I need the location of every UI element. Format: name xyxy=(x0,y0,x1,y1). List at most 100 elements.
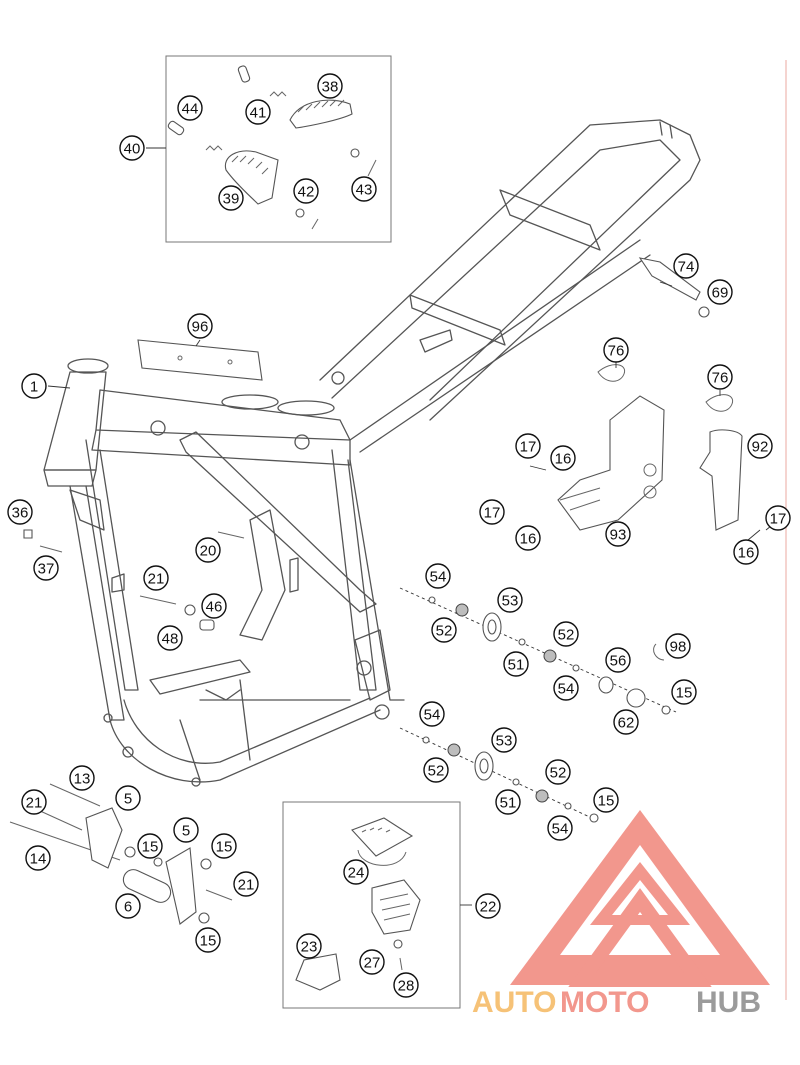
callout-69: 69 xyxy=(707,279,733,305)
callout-27: 27 xyxy=(359,949,385,975)
callout-circle xyxy=(25,845,51,871)
callout-circle xyxy=(515,525,541,551)
callout-circle xyxy=(195,537,221,563)
callout-21: 21 xyxy=(233,871,259,897)
callout-circle xyxy=(733,539,759,565)
nut-36 xyxy=(23,529,33,539)
callout-53: 53 xyxy=(491,727,517,753)
callout-circle xyxy=(218,185,244,211)
callout-circle xyxy=(503,651,529,677)
callout-circle xyxy=(605,647,631,673)
callout-label: 52 xyxy=(428,763,445,780)
callout-circle xyxy=(293,178,319,204)
callout-14: 14 xyxy=(25,845,51,871)
callout-52: 52 xyxy=(431,617,457,643)
callout-96: 96 xyxy=(187,313,213,339)
callout-circle xyxy=(195,927,221,953)
callout-label: 23 xyxy=(301,939,318,956)
callout-circle xyxy=(423,757,449,783)
callout-label: 17 xyxy=(520,439,537,456)
callout-24: 24 xyxy=(343,859,369,885)
callout-56: 56 xyxy=(605,647,631,673)
callout-label: 96 xyxy=(192,319,209,336)
callout-93: 93 xyxy=(605,521,631,547)
callout-label: 48 xyxy=(162,631,179,648)
callout-label: 74 xyxy=(678,259,695,276)
watermark-moto: MOTO xyxy=(560,986,649,1019)
callout-circle xyxy=(765,505,791,531)
callout-circle xyxy=(553,675,579,701)
side-cover-93 xyxy=(557,395,665,531)
callout-circle xyxy=(491,727,517,753)
callout-48: 48 xyxy=(157,625,183,651)
footrest-inset xyxy=(165,55,392,243)
callout-label: 5 xyxy=(124,791,132,808)
callout-circle xyxy=(177,95,203,121)
callout-circle xyxy=(115,893,141,919)
callout-52: 52 xyxy=(553,621,579,647)
callout-circle xyxy=(475,893,501,919)
callout-label: 46 xyxy=(206,599,223,616)
callout-label: 51 xyxy=(500,795,517,812)
callout-circle xyxy=(553,621,579,647)
callout-16: 16 xyxy=(550,445,576,471)
callout-circle xyxy=(707,279,733,305)
callout-circle xyxy=(296,933,322,959)
callout-label: 36 xyxy=(12,505,29,522)
callout-circle xyxy=(550,445,576,471)
callout-76: 76 xyxy=(707,364,733,390)
watermark-auto: AUTO xyxy=(472,986,556,1019)
callout-16: 16 xyxy=(515,525,541,551)
callout-54: 54 xyxy=(425,563,451,589)
callout-circle xyxy=(143,565,169,591)
callout-42: 42 xyxy=(293,178,319,204)
callout-circle xyxy=(69,765,95,791)
callout-label: 39 xyxy=(223,191,240,208)
callout-label: 54 xyxy=(430,569,447,586)
callout-51: 51 xyxy=(495,789,521,815)
callout-label: 15 xyxy=(216,839,233,856)
callout-15: 15 xyxy=(137,833,163,859)
callout-39: 39 xyxy=(218,185,244,211)
callout-label: 16 xyxy=(520,531,537,548)
callout-circle xyxy=(119,135,145,161)
callout-label: 24 xyxy=(348,865,365,882)
callout-92: 92 xyxy=(747,433,773,459)
callout-label: 98 xyxy=(670,639,687,656)
callout-36: 36 xyxy=(7,499,33,525)
callout-circle xyxy=(115,785,141,811)
callout-circle xyxy=(479,499,505,525)
toolbox-inset xyxy=(282,801,461,1009)
callout-circle xyxy=(7,499,33,525)
callout-label: 42 xyxy=(298,184,315,201)
callout-38: 38 xyxy=(317,73,343,99)
callout-20: 20 xyxy=(195,537,221,563)
callout-label: 28 xyxy=(398,978,415,995)
callout-circle xyxy=(547,815,573,841)
callout-17: 17 xyxy=(479,499,505,525)
callout-40: 40 xyxy=(119,135,145,161)
callout-15: 15 xyxy=(195,927,221,953)
callout-label: 56 xyxy=(610,653,627,670)
callout-label: 92 xyxy=(752,439,769,456)
callout-label: 44 xyxy=(182,101,199,118)
leader-lines xyxy=(47,147,777,906)
callout-circle xyxy=(245,99,271,125)
callout-21: 21 xyxy=(143,565,169,591)
callout-label: 54 xyxy=(558,681,575,698)
callout-label: 52 xyxy=(550,765,567,782)
callout-22: 22 xyxy=(475,893,501,919)
callout-circle xyxy=(495,789,521,815)
callout-circle xyxy=(33,555,59,581)
callout-76: 76 xyxy=(603,337,629,363)
callout-41: 41 xyxy=(245,99,271,125)
callout-44: 44 xyxy=(177,95,203,121)
watermark-logo: AUTO MOTO HUB xyxy=(472,810,770,1019)
callout-28: 28 xyxy=(393,972,419,998)
callout-label: 54 xyxy=(424,707,441,724)
callout-74: 74 xyxy=(673,253,699,279)
callout-52: 52 xyxy=(545,759,571,785)
airbox-cover xyxy=(137,339,263,381)
callout-label: 54 xyxy=(552,821,569,838)
callout-label: 53 xyxy=(496,733,513,750)
